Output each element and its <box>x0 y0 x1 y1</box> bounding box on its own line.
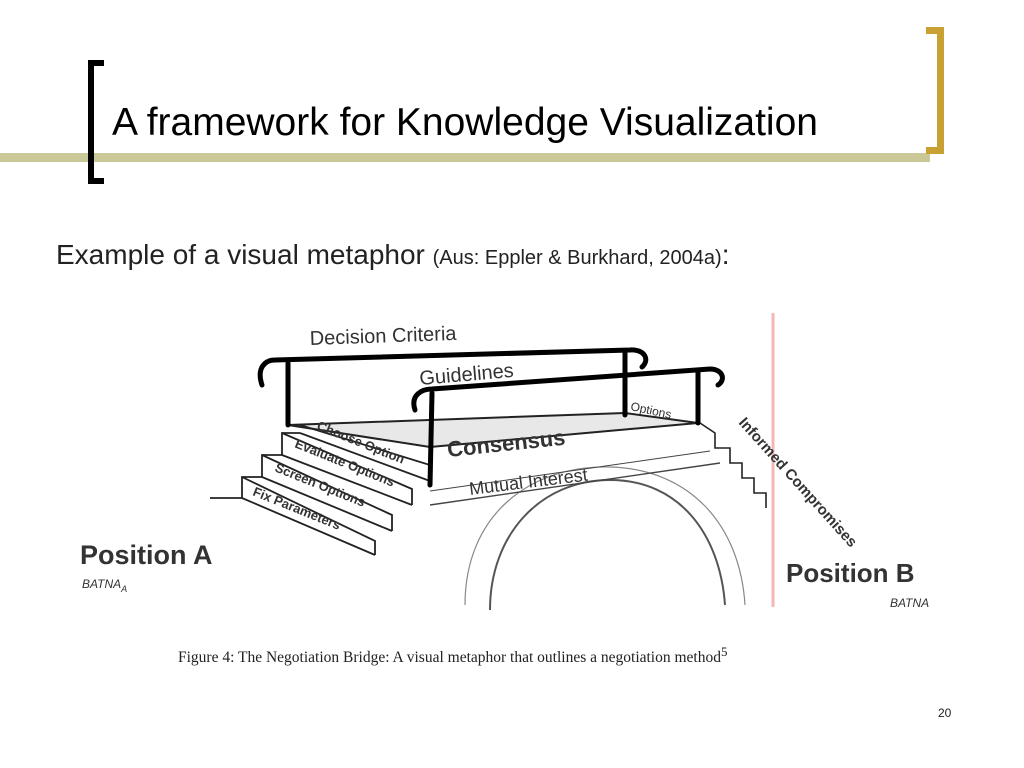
page-number: 20 <box>938 706 952 720</box>
slide-title: A framework for Knowledge Visualization <box>112 101 818 144</box>
title-underline <box>0 153 930 162</box>
decision-criteria-railing <box>257 347 649 428</box>
label-decision-criteria: Decision Criteria <box>309 323 457 350</box>
guidelines-railing <box>411 366 725 488</box>
subtitle-text: Example of a visual metaphor <box>56 239 425 270</box>
figure-caption: Figure 4: The Negotiation Bridge: A visu… <box>178 644 727 667</box>
bridge-arch <box>489 478 726 611</box>
label-mutual-interest: Mutual Interest <box>468 465 589 499</box>
figure-caption-footnote: 5 <box>720 644 728 659</box>
label-batna-b: BATNA <box>890 596 929 610</box>
label-position-a: Position A <box>80 540 213 570</box>
slide-subtitle: Example of a visual metaphor (Aus: Epple… <box>56 239 730 271</box>
subtitle-colon: : <box>721 239 730 270</box>
batna-a-subscript: A <box>120 584 127 594</box>
negotiation-bridge-figure: Decision Criteria Guidelines Options Con… <box>70 305 960 675</box>
subtitle-source: (Aus: Eppler & Burkhard, 2004a) <box>432 247 722 269</box>
figure-caption-text: Figure 4: The Negotiation Bridge: A visu… <box>178 649 721 667</box>
bridge-illustration: Decision Criteria Guidelines Options Con… <box>80 313 929 611</box>
batna-a-text: BATNA <box>82 577 121 591</box>
label-position-b: Position B <box>786 558 915 588</box>
right-bracket-decoration <box>926 27 944 154</box>
bridge-deck-edge <box>429 462 721 506</box>
bridge-arch-outer <box>464 466 746 606</box>
label-batna-a: BATNAA <box>82 577 127 594</box>
right-staircase <box>699 422 767 508</box>
left-bracket-decoration <box>88 60 104 184</box>
bridge-deck-inner <box>429 450 711 492</box>
